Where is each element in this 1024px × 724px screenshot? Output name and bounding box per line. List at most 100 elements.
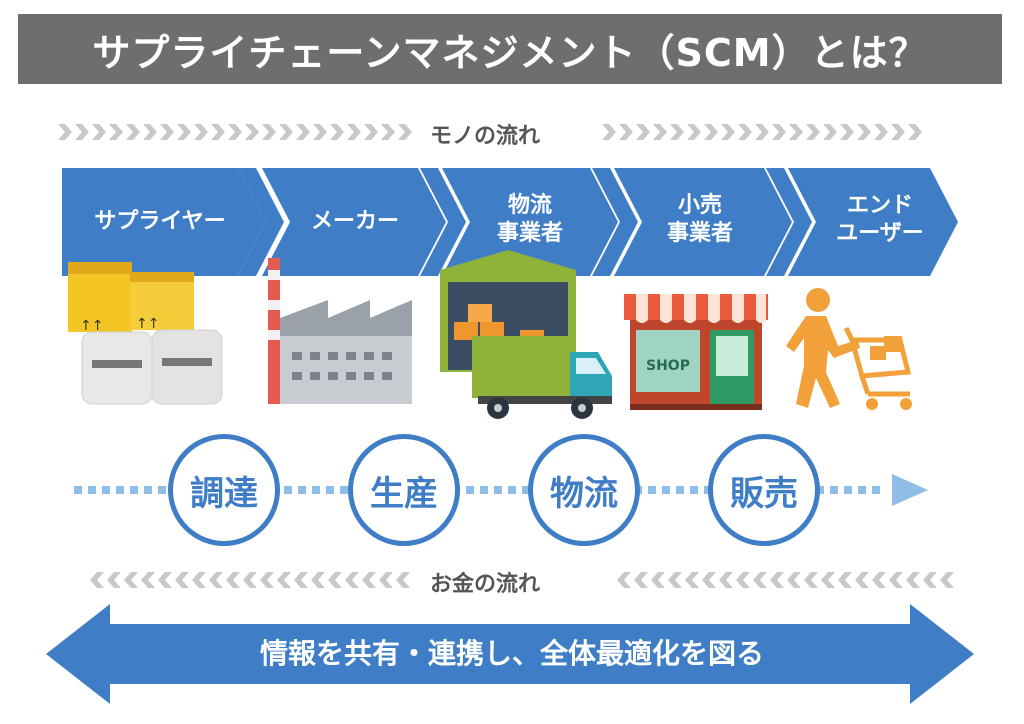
goods-flow-chevron (602, 124, 616, 140)
money-flow-chevron (260, 572, 274, 588)
process-flow-dot (144, 486, 152, 494)
process-flow-dot (130, 486, 138, 494)
money-flow-chevron (838, 572, 852, 588)
goods-flow-chevron (160, 124, 174, 140)
goods-flow-chevron (194, 124, 208, 140)
process-flow-dot (662, 486, 670, 494)
stage-label-retail: 小売 事業者 (666, 193, 733, 246)
goods-flow-chevron (806, 124, 820, 140)
money-flow-chevron (90, 572, 104, 588)
goods-flow-chevron (755, 124, 769, 140)
goods-flow-chevron (789, 124, 803, 140)
goods-flow-chevron (296, 124, 310, 140)
goods-flow-chevron (143, 124, 157, 140)
money-flow-chevron (141, 572, 155, 588)
money-flow-chevron (311, 572, 325, 588)
money-flow-chevron (396, 572, 410, 588)
money-flow-chevron (175, 572, 189, 588)
process-flow-dot (522, 486, 530, 494)
stage-chevron-retail (614, 168, 792, 276)
goods-flow-chevron (347, 124, 361, 140)
shop-sign: SHOP (646, 358, 690, 374)
process-flow-dot (284, 486, 292, 494)
process-flow-dot (844, 486, 852, 494)
stage-label-end-user: エンド ユーザー (836, 193, 924, 246)
money-flow-label: お金の流れ (420, 566, 551, 598)
money-flow-chevron (770, 572, 784, 588)
process-flow-dot (858, 486, 866, 494)
goods-flow-chevron (92, 124, 106, 140)
goods-flow-chevron (687, 124, 701, 140)
goods-flow-chevron (908, 124, 922, 140)
money-flow-chevron (906, 572, 920, 588)
goods-flow-chevron (398, 124, 412, 140)
money-flow-chevron (668, 572, 682, 588)
goods-flow-label: モノの流れ (420, 118, 551, 150)
goods-flow-chevron (772, 124, 786, 140)
money-flow-chevron (192, 572, 206, 588)
process-flow-dot (74, 486, 82, 494)
goods-flow-chevron (857, 124, 871, 140)
goods-flow-chevron (381, 124, 395, 140)
goods-flow-chevron (840, 124, 854, 140)
process-flow-dot (326, 486, 334, 494)
money-flow-chevron (889, 572, 903, 588)
money-flow-chevron (855, 572, 869, 588)
goods-flow-chevron (177, 124, 191, 140)
money-flow-chevron (702, 572, 716, 588)
stage-label-maker: メーカー (310, 209, 399, 234)
money-flow-chevron (124, 572, 138, 588)
money-flow-chevron (617, 572, 631, 588)
stage-chevrons (62, 168, 958, 276)
end-user-illustration (786, 288, 912, 410)
goods-flow-chevron (330, 124, 344, 140)
money-flow-chevron (243, 572, 257, 588)
process-flow-dot (508, 486, 516, 494)
process-flow-dot (88, 486, 96, 494)
stage-chevron-logistics (442, 168, 618, 276)
money-flow-chevron (294, 572, 308, 588)
process-flow-dot (480, 486, 488, 494)
money-flow-arrows (90, 572, 954, 588)
info-sharing-message: 情報を共有・連携し、全体最適化を図る (259, 637, 764, 670)
money-flow-chevron (634, 572, 648, 588)
goods-flow-arrows (58, 124, 922, 140)
process-logistics: 物流 (528, 434, 640, 546)
money-flow-chevron (362, 572, 376, 588)
stage-chevron-end-user (788, 168, 958, 276)
process-flow-dot (298, 486, 306, 494)
goods-flow-chevron (704, 124, 718, 140)
goods-flow-chevron (891, 124, 905, 140)
shop-illustration (624, 294, 768, 410)
money-flow-chevron (209, 572, 223, 588)
process-flow-dot (872, 486, 880, 494)
stage-label-supplier: サプライヤー (94, 209, 226, 234)
info-sharing-arrow (46, 604, 974, 704)
money-flow-chevron (158, 572, 172, 588)
goods-flow-chevron (245, 124, 259, 140)
goods-flow-chevron (109, 124, 123, 140)
process-sales: 販売 (708, 434, 820, 546)
goods-flow-chevron (670, 124, 684, 140)
title-bar: サプライチェーンマネジメント（SCM）とは？ (18, 14, 1002, 84)
goods-flow-chevron (738, 124, 752, 140)
page-title: サプライチェーンマネジメント（SCM）とは？ (92, 30, 928, 75)
process-production: 生産 (348, 434, 460, 546)
money-flow-chevron (651, 572, 665, 588)
process-flow-dot (830, 486, 838, 494)
money-flow-chevron (923, 572, 937, 588)
process-flow-dot (312, 486, 320, 494)
money-flow-chevron (379, 572, 393, 588)
process-flow-dot (816, 486, 824, 494)
money-flow-chevron (226, 572, 240, 588)
process-flow-dot (158, 486, 166, 494)
money-flow-chevron (685, 572, 699, 588)
stage-chevron-supplier (62, 168, 266, 276)
money-flow-chevron (736, 572, 750, 588)
goods-flow-chevron (874, 124, 888, 140)
process-flow-dot (676, 486, 684, 494)
process-flow-dot (690, 486, 698, 494)
money-flow-chevron (940, 572, 954, 588)
process-flow-dot (494, 486, 502, 494)
